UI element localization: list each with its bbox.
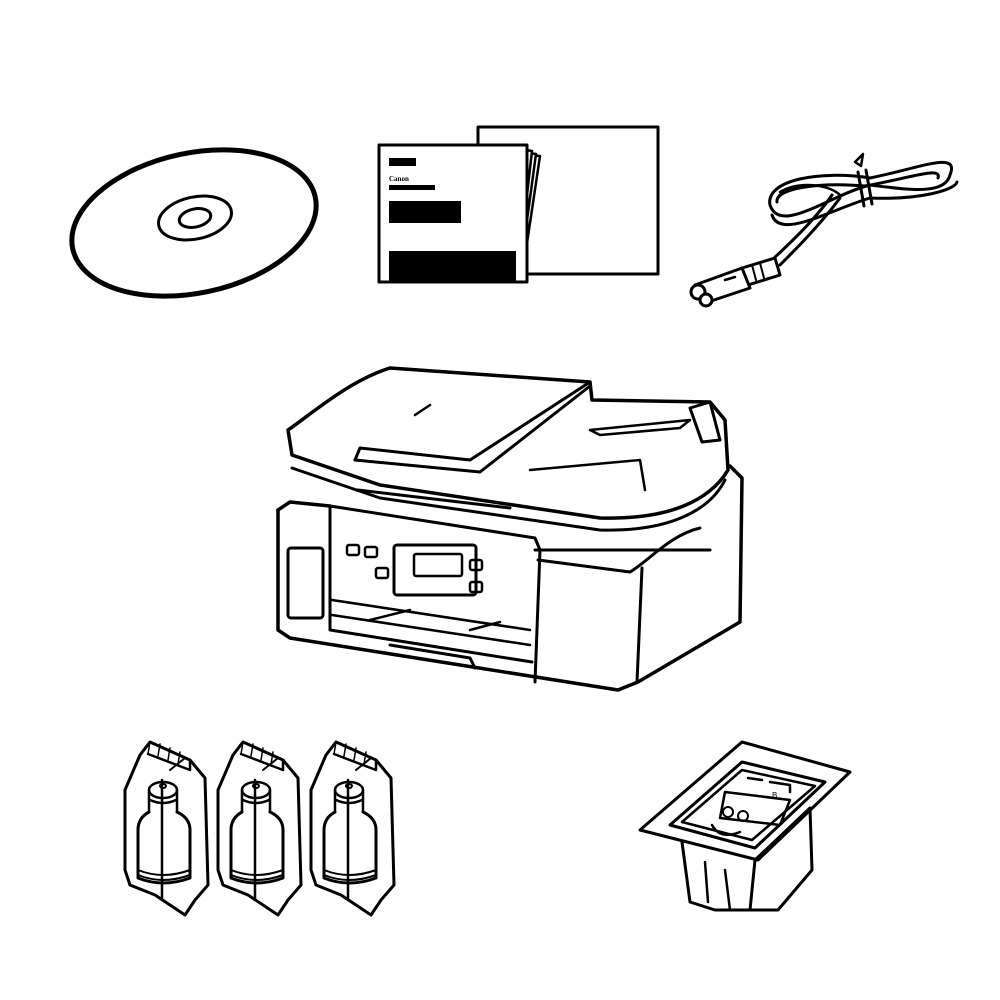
- ink-bottles-illustration: [110, 730, 400, 930]
- setup-cd-illustration: [60, 140, 330, 310]
- printer-illustration: [270, 360, 750, 700]
- ink-bottle-2-icon: [216, 740, 303, 917]
- ink-bottles-icon: [123, 740, 396, 917]
- manuals-illustration: Canon: [370, 120, 670, 290]
- ink-bottle-1-icon: [123, 740, 210, 917]
- print-head-illustration: B: [630, 730, 860, 920]
- cd-disc-icon: [69, 147, 319, 299]
- power-cord-icon: [689, 152, 959, 308]
- cartridge-letter: B: [772, 791, 777, 800]
- printer-icon: [276, 366, 744, 692]
- power-cord-illustration: [680, 140, 970, 310]
- ink-bottle-3-icon: [309, 740, 396, 917]
- documents-icon: Canon: [377, 125, 660, 284]
- print-head-icon: B: [638, 740, 852, 912]
- brand-text: Canon: [389, 175, 409, 183]
